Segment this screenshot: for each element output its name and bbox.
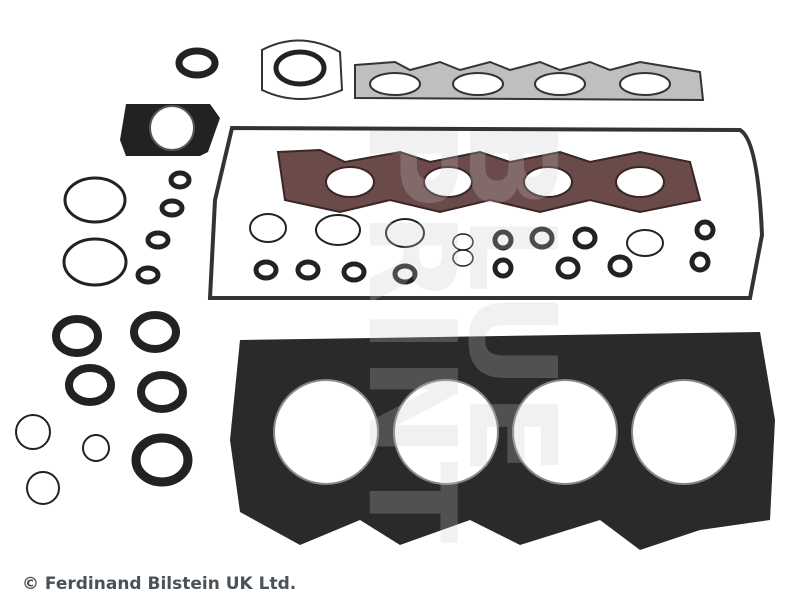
seal-ring (529, 226, 555, 250)
seal-ring (295, 259, 321, 281)
seal-ring (555, 256, 581, 280)
seal-ring (315, 214, 361, 246)
seal-ring (131, 433, 193, 487)
intake-manifold-gasket (276, 148, 702, 214)
seal-ring (52, 315, 102, 357)
seal-ring (492, 257, 514, 279)
seal-ring (341, 261, 367, 283)
seal-ring (392, 263, 418, 285)
seal-ring (137, 371, 187, 413)
cover-seal (261, 39, 344, 100)
seal-ring (15, 414, 51, 450)
seal-ring (572, 226, 598, 250)
cylinder-head-gasket (230, 332, 775, 550)
seal-ring (385, 218, 425, 248)
seal-ring (135, 265, 161, 285)
seal-ring (63, 176, 127, 224)
valve-cover-gasket (207, 125, 765, 300)
seal-ring (249, 213, 287, 243)
seal-ring (82, 434, 110, 462)
seal-ring (607, 254, 633, 278)
seal-ring (168, 170, 192, 190)
seal-ring (130, 311, 180, 353)
seal-ring (689, 251, 711, 273)
seal-ring (253, 259, 279, 281)
seal-ring (694, 219, 716, 241)
seal-ring (175, 47, 219, 79)
throttle-body-gasket (120, 104, 220, 156)
seal-ring (26, 471, 60, 505)
seal-ring (62, 237, 128, 287)
o-rings-and-seals (15, 47, 716, 505)
seal-ring (65, 364, 115, 406)
seal-ring (145, 230, 171, 250)
seal-ring (452, 249, 474, 267)
seal-ring (492, 229, 514, 251)
seal-ring (159, 198, 185, 218)
seal-ring (626, 229, 664, 257)
exhaust-manifold-gasket (354, 60, 705, 102)
copyright-text: © Ferdinand Bilstein UK Ltd. (22, 574, 297, 594)
